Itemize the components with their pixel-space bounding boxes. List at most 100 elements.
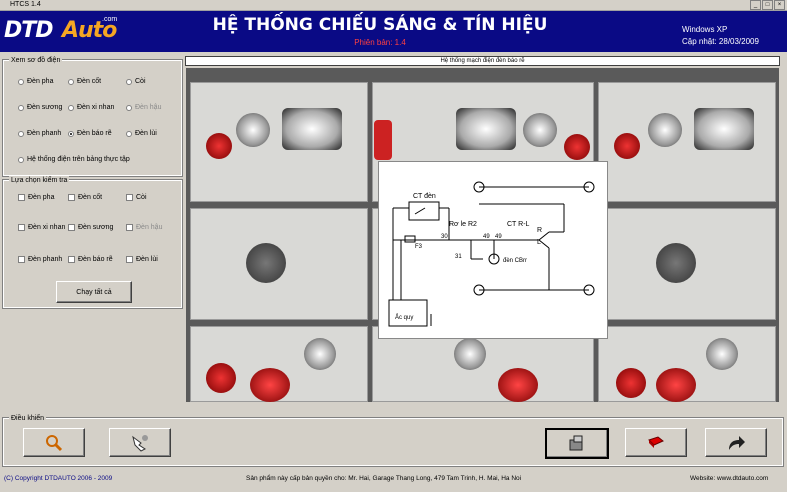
switch-label: CT đèn: [413, 193, 436, 200]
radio-icon: [68, 78, 74, 85]
website-text: Website: www.dtdauto.com: [690, 475, 769, 482]
training-board-photo: CT đèn Rơ le R2 CT R-L R L đèn CBrr F3 Ắ…: [186, 68, 779, 402]
logo-auto-text: Auto: [62, 18, 117, 43]
maximize-button[interactable]: □: [762, 0, 773, 10]
view-option-he-thong[interactable]: Hệ thống điện trên bảng thực tập: [18, 155, 130, 164]
os-label: Windows XP: [682, 25, 728, 34]
headlamp-icon: [236, 113, 270, 147]
radio-icon: [18, 104, 24, 111]
l-label: L: [537, 239, 541, 246]
view-option-den-suong[interactable]: Đèn sương: [18, 103, 62, 112]
node-49-label: 49: [483, 234, 490, 240]
view-option-den-bao-re[interactable]: Đèn báo rẽ: [68, 129, 112, 138]
view-option-den-phanh[interactable]: Đèn phanh: [18, 129, 61, 138]
updated-label: Cập nhật: 28/03/2009: [682, 37, 759, 46]
check-coi[interactable]: Còi: [126, 193, 147, 202]
turn-signal-schematic: CT đèn Rơ le R2 CT R-L R L đèn CBrr F3 Ắ…: [378, 161, 608, 339]
run-all-button[interactable]: Chạy tất cả: [56, 281, 132, 303]
combination-switch-icon: [656, 243, 696, 283]
red-lamp-icon: [374, 120, 392, 160]
battery-box: [388, 299, 428, 327]
checkbox-icon: [126, 224, 133, 231]
window-titlebar: HTCS 1.4 _ □ ×: [0, 0, 787, 11]
book-button[interactable]: [625, 428, 687, 457]
radio-icon: [18, 78, 24, 85]
checkbox-icon: [126, 194, 133, 201]
checkbox-icon: [68, 194, 75, 201]
choose-group-legend: Lựa chọn kiểm tra: [9, 176, 70, 185]
node-31-label: 31: [455, 254, 462, 260]
view-group-legend: Xem sơ đồ điện: [9, 56, 63, 65]
checkbox-icon: [68, 256, 75, 263]
view-option-den-xi-nhan[interactable]: Đèn xi nhan: [68, 103, 114, 112]
control-group: Điều khiển: [2, 414, 784, 467]
diagram-frame: Hệ thống mạch điện đèn báo rẽ: [185, 56, 780, 403]
view-diagram-group: Xem sơ đồ điện Đèn pha Đèn cốt Còi Đèn s…: [2, 56, 183, 177]
battery-label: Ắc quy: [395, 313, 413, 321]
diagram-caption: Hệ thống mạch điện đèn báo rẽ: [185, 56, 780, 66]
switch-box: [408, 201, 440, 221]
dtdauto-logo: DTD Auto .com: [4, 16, 122, 46]
control-toolbar: Điều khiển: [2, 414, 784, 467]
view-option-coi[interactable]: Còi: [126, 77, 146, 86]
lamp-label: đèn CBrr: [503, 258, 527, 264]
copyright-text: (C) Copyright DTDAUTO 2006 - 2009: [4, 475, 113, 482]
red-lamp-icon: [616, 368, 646, 398]
fog-lamp-icon: [304, 338, 336, 370]
schematic-svg: CT đèn Rơ le R2 CT R-L R L đèn CBrr F3 Ắ…: [388, 181, 595, 327]
check-den-phanh[interactable]: Đèn phanh: [18, 255, 62, 264]
fog-lamp-icon: [706, 338, 738, 370]
red-lamp-icon: [614, 133, 640, 159]
app-title: HỆ THỐNG CHIẾU SÁNG & TÍN HIỆU: [212, 15, 548, 35]
wiring-button[interactable]: [545, 428, 609, 459]
radio-icon: [68, 104, 74, 111]
check-den-lui[interactable]: Đèn lùi: [126, 255, 158, 264]
node-49a-label: 49: [495, 234, 502, 240]
radio-icon: [126, 78, 132, 85]
view-option-den-pha[interactable]: Đèn pha: [18, 77, 53, 86]
checkbox-icon: [18, 256, 25, 263]
header-info: Windows XP Cập nhật: 28/03/2009: [682, 24, 759, 48]
relay-label: Rơ le R2: [449, 221, 477, 228]
hand-pointer-icon: [132, 434, 148, 452]
next-button[interactable]: [705, 428, 767, 457]
logo-com-text: .com: [102, 16, 118, 23]
view-option-den-cot[interactable]: Đèn cốt: [68, 77, 101, 86]
window-title: HTCS 1.4: [10, 1, 41, 8]
check-den-bao-re[interactable]: Đèn báo rẽ: [68, 255, 113, 264]
checkbox-icon: [68, 224, 75, 231]
control-legend: Điều khiển: [9, 414, 47, 423]
radio-icon: [126, 130, 132, 137]
check-den-cot[interactable]: Đèn cốt: [68, 193, 102, 202]
check-den-pha[interactable]: Đèn pha: [18, 193, 54, 202]
measure-button[interactable]: [109, 428, 171, 457]
headlamp-icon: [456, 108, 516, 150]
headlamp-icon: [523, 113, 557, 147]
arrow-forward-icon: [729, 435, 745, 450]
app-header: DTD Auto .com HỆ THỐNG CHIẾU SÁNG & TÍN …: [0, 11, 787, 52]
choose-test-group: Lựa chọn kiểm tra Đèn pha Đèn cốt Còi Đè…: [2, 176, 183, 309]
headlamp-icon: [694, 108, 754, 150]
headlamp-icon: [648, 113, 682, 147]
radio-icon: [18, 130, 24, 137]
view-option-den-lui[interactable]: Đèn lùi: [126, 129, 157, 138]
connector-icon: [569, 435, 583, 450]
status-bar: (C) Copyright DTDAUTO 2006 - 2009 Sản ph…: [0, 470, 787, 492]
zoom-button[interactable]: [23, 428, 85, 457]
headlamp-icon: [282, 108, 342, 150]
check-den-hau: Đèn hậu: [126, 223, 162, 232]
check-den-xi-nhan[interactable]: Đèn xi nhan: [18, 223, 65, 232]
radio-icon: [126, 104, 132, 111]
checkbox-icon: [126, 256, 133, 263]
logo-dtd-text: DTD: [4, 18, 54, 43]
close-button[interactable]: ×: [774, 0, 785, 10]
check-den-suong[interactable]: Đèn sương: [68, 223, 113, 232]
app-version: Phiên bản: 1.4: [354, 38, 406, 47]
left-panel: Xem sơ đồ điện Đèn pha Đèn cốt Còi Đèn s…: [2, 56, 183, 406]
red-lamp-icon: [206, 363, 236, 393]
node-30-label: 30: [441, 234, 448, 240]
book-icon: [648, 435, 664, 448]
red-lamp-icon: [498, 368, 538, 402]
minimize-button[interactable]: _: [750, 0, 761, 10]
license-text: Sản phẩm này cấp bản quyền cho: Mr. Hai,…: [246, 475, 522, 482]
